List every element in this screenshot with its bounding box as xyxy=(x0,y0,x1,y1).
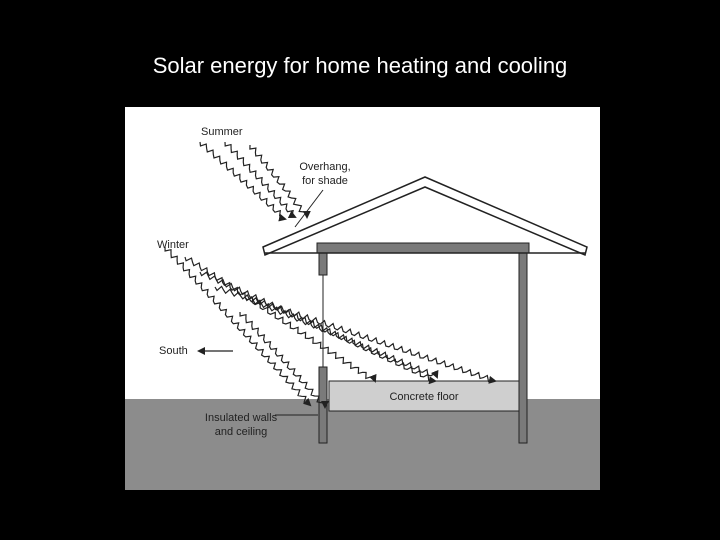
sun-ray xyxy=(249,144,311,219)
overhang-pointer xyxy=(294,189,324,228)
sun-ray xyxy=(164,246,312,407)
right-post xyxy=(518,252,528,444)
summer-sun-rays xyxy=(199,141,311,222)
diagram-svg: Summer Winter South Overhang, for shade … xyxy=(125,107,600,490)
sun-ray xyxy=(224,141,297,218)
winter-sun-rays xyxy=(164,246,497,409)
ground xyxy=(125,399,600,490)
south-label: South xyxy=(159,345,188,357)
roof xyxy=(262,176,588,257)
slide-title: Solar energy for home heating and coolin… xyxy=(152,53,568,78)
concrete-floor-label: Concrete floor xyxy=(389,391,458,403)
left-wall-upper xyxy=(318,252,328,276)
walls-label-line2: and ceiling xyxy=(215,426,268,438)
overhang-label-line2: for shade xyxy=(302,175,348,187)
overhang-label-line1: Overhang, xyxy=(299,161,350,173)
left-wall-lower xyxy=(318,366,328,444)
sun-ray xyxy=(199,141,287,222)
sun-ray xyxy=(199,271,437,385)
sun-ray xyxy=(244,295,439,379)
summer-label: Summer xyxy=(201,126,243,138)
winter-label: Winter xyxy=(157,239,189,251)
concrete-floor xyxy=(328,380,522,412)
walls-label-line1: Insulated walls xyxy=(205,412,278,424)
sun-ray xyxy=(239,311,329,409)
ceiling-beam xyxy=(316,242,530,254)
solar-house-diagram: Summer Winter South Overhang, for shade … xyxy=(125,107,600,490)
